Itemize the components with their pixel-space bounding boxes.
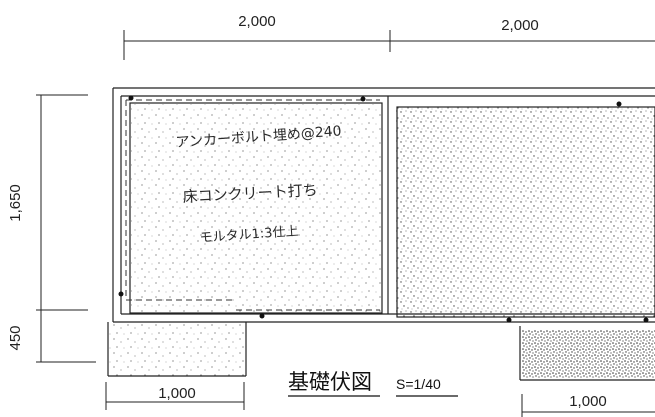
note-mortar-finish: モルタル1:3仕上 [199, 224, 299, 246]
dimension-left-upper: 1,650 [7, 184, 24, 222]
dimension-bottom-left: 1,000 [158, 385, 196, 402]
foundation-outline [107, 87, 655, 381]
dimension-left-lower: 450 [7, 325, 24, 350]
anchor-bolt-markers [118, 95, 649, 323]
dimension-bottom-right: 1,000 [569, 393, 607, 410]
dimension-top-right: 2,000 [501, 17, 539, 34]
dimension-top-left: 2,000 [238, 13, 276, 30]
right-slab-fill [396, 107, 655, 317]
top-dimension [123, 30, 655, 60]
bottom-dimension-left [105, 382, 245, 410]
left-slab-fill [131, 104, 381, 312]
left-dimension [36, 94, 96, 363]
right-step-fill [522, 330, 655, 378]
left-step-fill [108, 323, 246, 376]
drawing-scale: S=1/40 [396, 376, 441, 392]
bottom-dimension-right [521, 394, 655, 417]
drawing-title: 基礎伏図 [288, 370, 372, 394]
dashed-lines [125, 99, 380, 311]
